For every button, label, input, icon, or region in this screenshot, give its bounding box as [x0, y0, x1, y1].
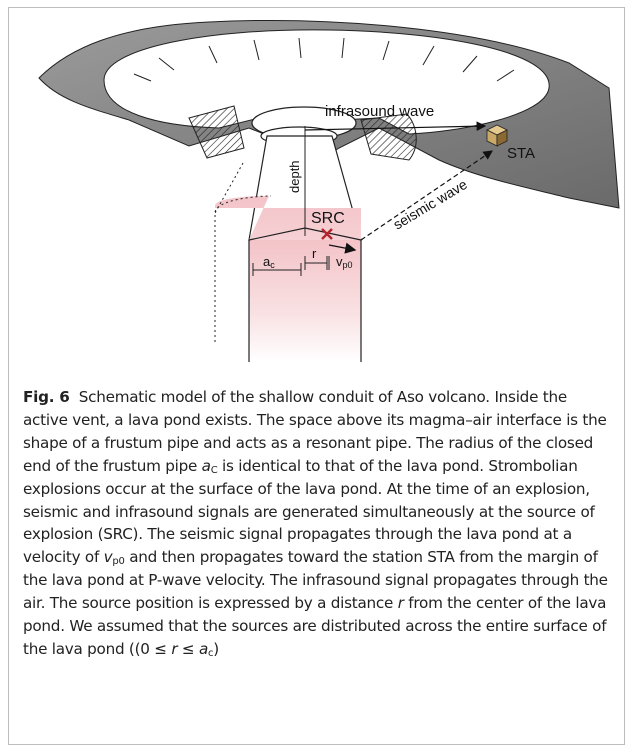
hatched-block-right: [361, 114, 416, 160]
conduit-schematic: infrasound wave STA seismic wave depth S…: [9, 8, 624, 378]
infrasound-label: infrasound wave: [325, 103, 434, 120]
figure-panel: infrasound wave STA seismic wave depth S…: [8, 7, 625, 745]
caption-sub-p0: p0: [112, 556, 124, 567]
depth-label: depth: [287, 160, 302, 193]
caption-text-6: ): [213, 640, 219, 658]
station-icon: [487, 125, 507, 146]
seismic-label: seismic wave: [390, 176, 470, 233]
caption-text-5: ≤: [177, 640, 199, 658]
station-label: STA: [507, 145, 535, 162]
figure-caption: Fig. 6 Schematic model of the shallow co…: [23, 386, 613, 661]
r-label: r: [312, 246, 317, 261]
caption-var-ac: a: [202, 457, 211, 475]
caption-var-ac2: a: [199, 640, 208, 658]
figure-number: Fig. 6: [23, 388, 70, 406]
src-label: SRC: [311, 210, 345, 227]
